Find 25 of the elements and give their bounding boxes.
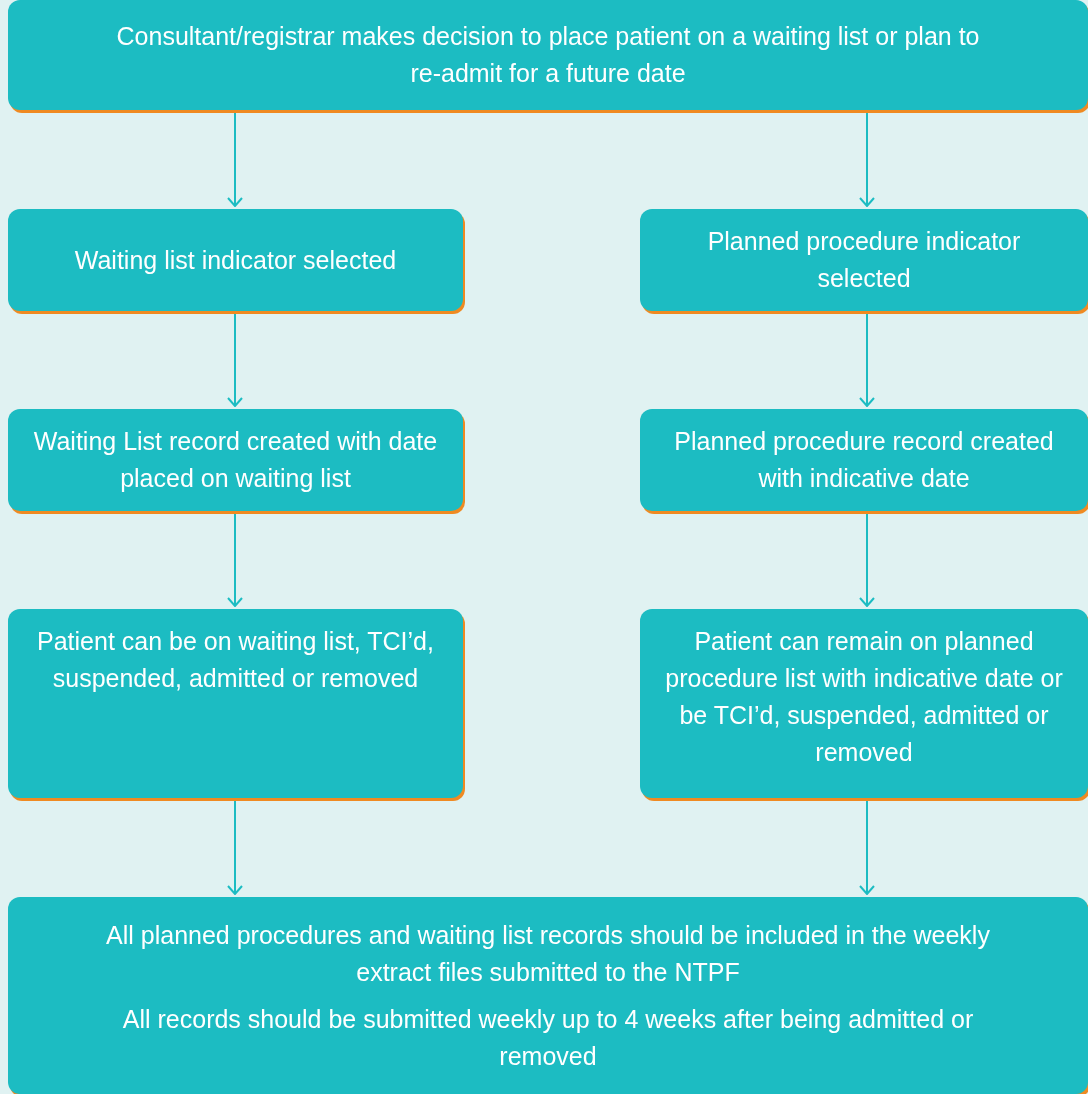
box-text: Waiting List record created with date placed on waiting list: [32, 426, 439, 494]
process-box: [640, 209, 1088, 311]
box-text: All planned procedures and waiting list records should be included in the weekly extract files submitted to the NTPF: [105, 919, 991, 988]
arrow: [227, 513, 243, 607]
process-box: [640, 409, 1088, 511]
box-text: Consultant/registrar makes decision to place patient on a waiting list or plan to re-admit for a future date: [115, 21, 981, 89]
process-box: [8, 609, 463, 798]
process-box: [8, 897, 1088, 1094]
process-box: [8, 209, 463, 311]
box-text: Patient can remain on planned procedure list with indicative date or be TCI’d, suspended, admitted or removed: [664, 626, 1064, 768]
arrow: [859, 800, 875, 895]
arrow: [227, 112, 243, 207]
arrow: [227, 313, 243, 407]
box-text: Planned procedure indicator selected: [706, 226, 1022, 294]
box-text: Planned procedure record created with indicative date: [673, 426, 1055, 494]
arrow: [859, 112, 875, 207]
arrow: [227, 800, 243, 895]
process-box: [640, 609, 1088, 798]
arrow: [859, 513, 875, 607]
box-text: All records should be submitted weekly up to 4 weeks after being admitted or removed: [121, 1003, 975, 1072]
box-text: Patient can be on waiting list, TCI’d, suspended, admitted or removed: [36, 626, 435, 694]
box-text: Waiting list indicator selected: [74, 244, 397, 276]
process-box: [8, 0, 1088, 110]
process-box: [8, 409, 463, 511]
arrow: [859, 313, 875, 407]
